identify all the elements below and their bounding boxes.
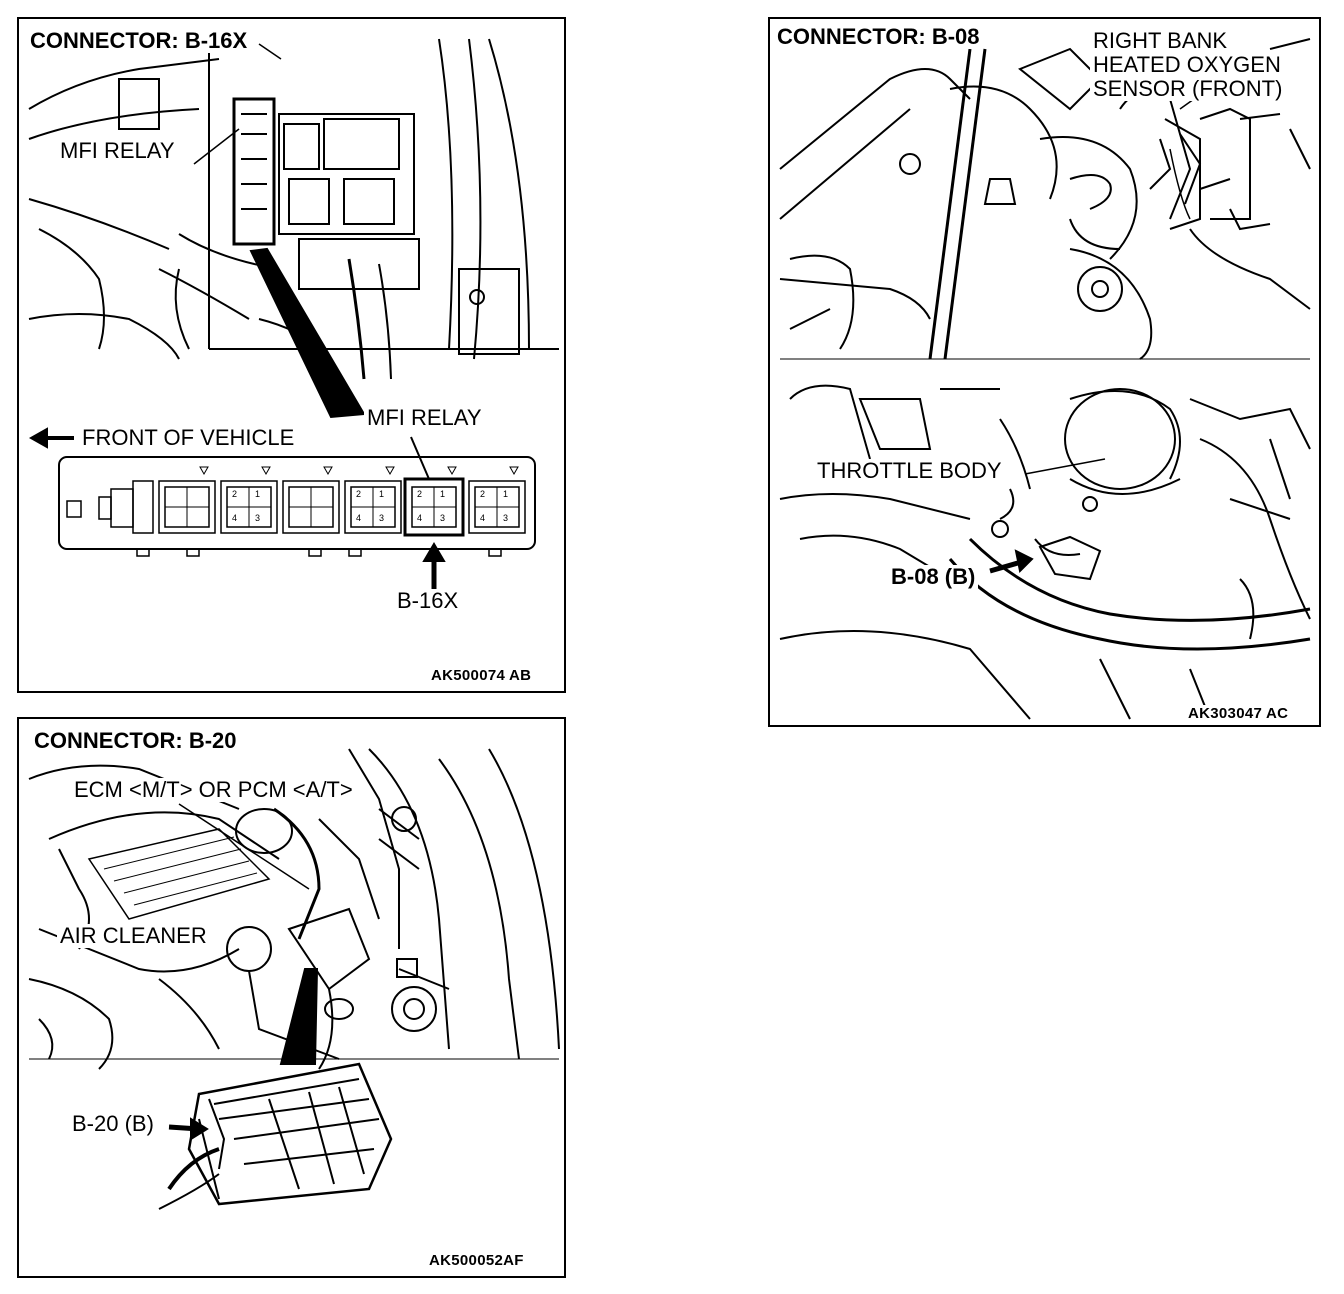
b08-title: CONNECTOR: B-08 bbox=[774, 25, 983, 49]
sensor-label-line3: SENSOR (FRONT) bbox=[1090, 77, 1286, 101]
pin-3: 3 bbox=[503, 513, 509, 523]
pin-3: 3 bbox=[440, 513, 446, 523]
b16x-figure-code: AK500074 AB bbox=[429, 667, 534, 684]
b20-title: CONNECTOR: B-20 bbox=[31, 729, 240, 753]
mfi-relay-detail-label: MFI RELAY bbox=[364, 406, 485, 430]
pin-4: 4 bbox=[417, 513, 423, 523]
bottom-tabs bbox=[136, 549, 502, 557]
pin-3: 3 bbox=[379, 513, 385, 523]
b16x-connector-label: B-16X bbox=[394, 589, 462, 613]
mfi-relay-label: MFI RELAY bbox=[57, 139, 178, 163]
b08-figure-code: AK303047 AC bbox=[1186, 705, 1291, 722]
panel-b16x: 2 1 4 3 2 1 4 3 2 1 4 3 2 1 4 3 CONNECTO… bbox=[17, 17, 566, 693]
sensor-label-line1: RIGHT BANK bbox=[1090, 29, 1231, 53]
b08-connector-label: B-08 (B) bbox=[888, 565, 979, 589]
socket-dividers bbox=[165, 487, 519, 527]
pin-2: 2 bbox=[480, 489, 486, 499]
b20-connector-label: B-20 (B) bbox=[69, 1112, 157, 1136]
pin-4: 4 bbox=[480, 513, 486, 523]
pin-2: 2 bbox=[417, 489, 423, 499]
b16x-engine-illustration bbox=[28, 34, 559, 589]
ecm-pcm-label: ECM <M/T> OR PCM <A/T> bbox=[71, 778, 356, 802]
pin-1: 1 bbox=[255, 489, 261, 499]
pin-1: 1 bbox=[503, 489, 509, 499]
pin-2: 2 bbox=[356, 489, 362, 499]
pin-1: 1 bbox=[379, 489, 385, 499]
air-cleaner-label: AIR CLEANER bbox=[57, 924, 210, 948]
pin-3: 3 bbox=[255, 513, 261, 523]
pin-1: 1 bbox=[440, 489, 446, 499]
pin-4: 4 bbox=[356, 513, 362, 523]
relay-sockets bbox=[158, 477, 526, 537]
b20-engine-illustration bbox=[28, 748, 560, 1210]
panel-b20: CONNECTOR: B-20 ECM <M/T> OR PCM <A/T> A… bbox=[17, 717, 566, 1278]
b20-figure-code: AK500052AF bbox=[427, 1252, 526, 1269]
b08-engine-illustration bbox=[779, 38, 1311, 720]
pin-4: 4 bbox=[232, 513, 238, 523]
panel-b08: CONNECTOR: B-08 RIGHT BANK HEATED OXYGEN… bbox=[768, 17, 1321, 727]
sensor-label-line2: HEATED OXYGEN bbox=[1090, 53, 1284, 77]
throttle-body-label: THROTTLE BODY bbox=[814, 459, 1005, 483]
pin-2: 2 bbox=[232, 489, 238, 499]
front-of-vehicle-label: FRONT OF VEHICLE bbox=[79, 426, 298, 450]
triangle-markers bbox=[199, 466, 519, 476]
b16x-title: CONNECTOR: B-16X bbox=[27, 29, 251, 53]
